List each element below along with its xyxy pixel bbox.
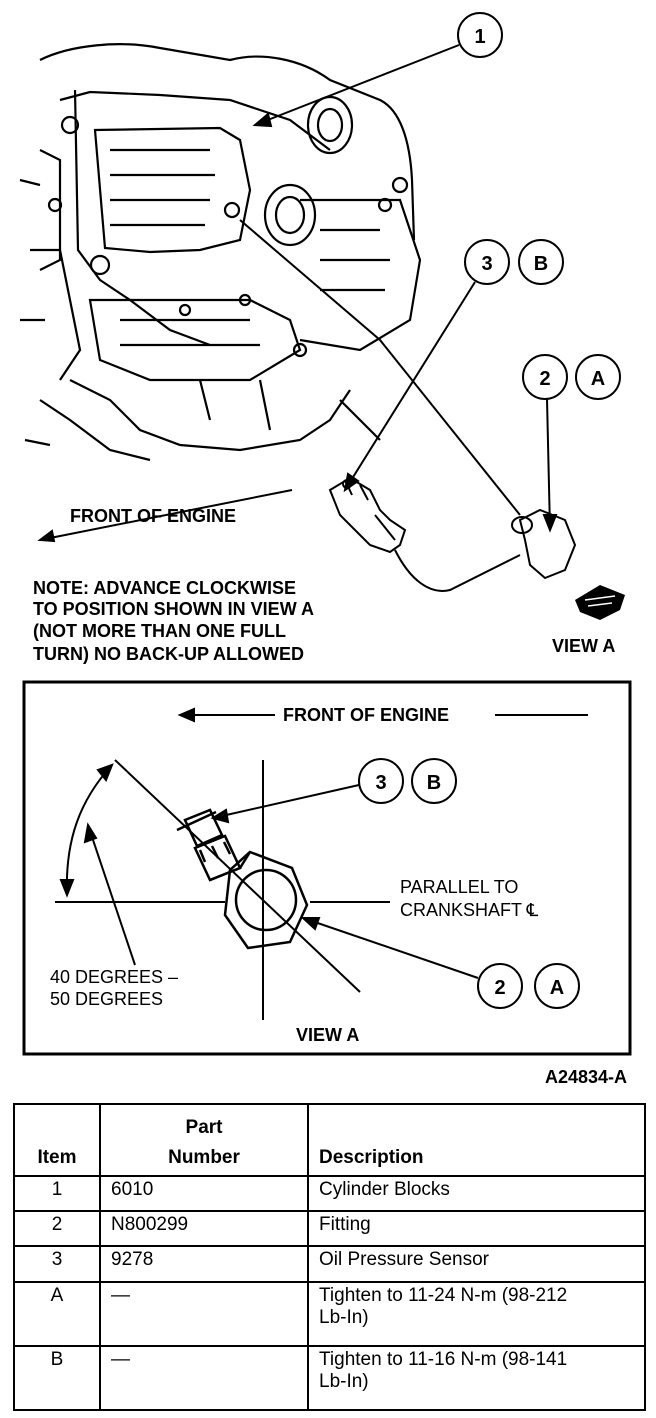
callout-circle-b-top <box>518 239 564 285</box>
header-description: Description <box>307 1103 646 1177</box>
degrees-leader-line <box>87 824 136 966</box>
cell-description: Tighten to 11-16 N-m (98-141 Lb-In) <box>307 1344 646 1412</box>
cell-description-line-2: Lb-In) <box>319 1370 369 1392</box>
cell-description-line-2: Lb-In) <box>319 1306 369 1328</box>
fitting-bore-detail <box>234 868 298 932</box>
figure-code: A24834-A <box>545 1067 627 1087</box>
callout-letter-b-detail: B <box>427 772 441 794</box>
arrowhead-1 <box>252 112 273 128</box>
header-part-line-2: Number <box>168 1147 240 1168</box>
header-part-line-1: Part <box>185 1117 223 1138</box>
front-arrowhead-detail <box>177 707 195 723</box>
cell-item: B <box>13 1344 101 1412</box>
arrowhead-3-top <box>343 472 360 493</box>
callout-letter-b-top: B <box>534 253 548 275</box>
cell-part: — <box>99 1280 309 1347</box>
connecting-line <box>394 549 521 592</box>
callout-circle-1 <box>457 12 503 58</box>
leader-arrow-1 <box>254 44 460 126</box>
callout-circle-a-top <box>575 354 621 400</box>
sensor-detail <box>176 808 252 882</box>
degrees-leader-arrowhead <box>83 822 98 844</box>
cell-item: 3 <box>13 1245 101 1283</box>
engine-diagram: 1 3 B 2 A FRONT OF ENGINE NOTE: ADVANCE … <box>19 12 632 1087</box>
table-header-row: Item Part Number Description <box>13 1103 646 1177</box>
callout-number-2-top: 2 <box>539 368 550 390</box>
front-arrow-line-top <box>39 489 293 541</box>
cell-part: — <box>99 1344 309 1412</box>
arrowhead-2-detail <box>300 917 321 931</box>
callout-number-3-detail: 3 <box>375 772 386 794</box>
note-line-2: TO POSITION SHOWN IN VIEW A <box>33 599 314 619</box>
angle-arc <box>65 764 113 896</box>
callout-number-3-top: 3 <box>481 253 492 275</box>
leader-arrow-3-top <box>344 281 476 491</box>
callout-number-1: 1 <box>474 26 485 48</box>
leader-arrow-2-detail <box>302 917 479 979</box>
view-a-label-detail: VIEW A <box>296 1025 359 1045</box>
angle-arc-arrowhead-top <box>96 763 114 782</box>
table-row: B — Tighten to 11-16 N-m (98-141 Lb-In) <box>13 1344 646 1412</box>
front-arrowhead-top <box>37 529 56 543</box>
cell-description-line-1: Tighten to 11-16 N-m (98-141 <box>319 1348 568 1370</box>
cell-description-line-1: Tighten to 11-24 N-m (98-212 <box>319 1284 568 1306</box>
cell-part: 6010 <box>99 1174 309 1213</box>
note-line-1: NOTE: ADVANCE CLOCKWISE <box>33 578 296 598</box>
callout-circle-2-detail <box>477 963 523 1009</box>
view-a-arrow-icon <box>575 585 625 620</box>
callout-number-2-detail: 2 <box>494 977 505 999</box>
note-line-3: (NOT MORE THAN ONE FULL <box>33 621 286 641</box>
cell-part: 9278 <box>99 1245 309 1283</box>
front-of-engine-label-top: FRONT OF ENGINE <box>70 506 236 526</box>
table-row: 2 N800299 Fitting <box>13 1210 646 1248</box>
cell-description: Fitting <box>307 1210 646 1248</box>
arrowhead-2-top <box>542 514 558 533</box>
oil-pressure-sensor-illustration <box>328 476 407 554</box>
cell-description: Oil Pressure Sensor <box>307 1245 646 1283</box>
cell-description: Cylinder Blocks <box>307 1174 646 1213</box>
cell-item: 2 <box>13 1210 101 1248</box>
callout-circle-3-detail <box>358 758 404 804</box>
degrees-label-line-1: 40 DEGREES – <box>50 967 178 987</box>
callout-letter-a-detail: A <box>550 977 564 999</box>
callout-circle-b-detail <box>411 758 457 804</box>
table-row: A — Tighten to 11-24 N-m (98-212 Lb-In) <box>13 1280 646 1347</box>
table-row: 3 9278 Oil Pressure Sensor <box>13 1245 646 1283</box>
table-row: 1 6010 Cylinder Blocks <box>13 1174 646 1213</box>
header-part-number: Part Number <box>99 1103 309 1177</box>
fitting-illustration <box>511 508 577 580</box>
cell-item: 1 <box>13 1174 101 1213</box>
parallel-label-line-2: CRANKSHAFT ℄ <box>400 900 539 920</box>
view-a-label-top: VIEW A <box>552 636 615 656</box>
header-item: Item <box>13 1103 101 1177</box>
leader-line-block <box>239 219 521 516</box>
angle-reference-line <box>114 759 361 993</box>
callout-letter-a-top: A <box>591 368 605 390</box>
engine-block-illustration <box>19 43 422 462</box>
callout-circle-3-top <box>464 239 510 285</box>
hex-fitting-detail <box>223 850 309 950</box>
detail-view-frame <box>22 680 632 1056</box>
cell-part: N800299 <box>99 1210 309 1248</box>
parts-table: Item Part Number Description 1 6010 Cyli… <box>13 1103 646 1412</box>
parallel-label-line-1: PARALLEL TO <box>400 877 518 897</box>
callout-circle-a-detail <box>534 963 580 1009</box>
leader-arrow-2-top <box>546 398 551 531</box>
note-line-4: TURN) NO BACK-UP ALLOWED <box>33 644 304 664</box>
cell-description: Tighten to 11-24 N-m (98-212 Lb-In) <box>307 1280 646 1347</box>
front-of-engine-label-detail: FRONT OF ENGINE <box>283 705 449 725</box>
degrees-label-line-2: 50 DEGREES <box>50 989 163 1009</box>
cell-item: A <box>13 1280 101 1347</box>
arrowhead-3-detail <box>210 808 230 824</box>
leader-arrow-3-detail <box>212 784 360 819</box>
callout-circle-2-top <box>522 354 568 400</box>
angle-arc-arrowhead-bottom <box>59 879 75 898</box>
